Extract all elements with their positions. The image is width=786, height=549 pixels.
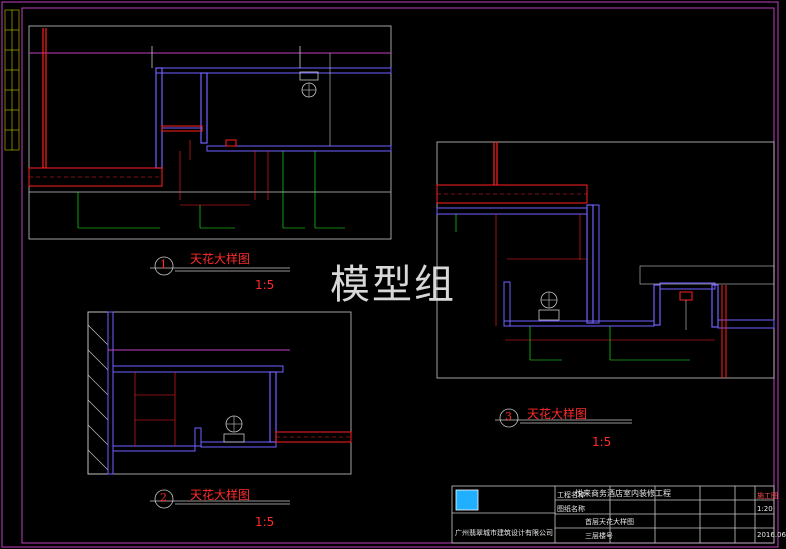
detail-3-scale: 1:5 bbox=[592, 435, 612, 449]
detail-1-scale: 1:5 bbox=[255, 278, 275, 292]
detail-2-symbol bbox=[150, 489, 290, 509]
detail-3-drawing bbox=[436, 141, 775, 379]
sub-drawing: 三层楼号 bbox=[585, 532, 613, 540]
detail-3-title: 天花大样图 bbox=[527, 407, 588, 421]
scale-value: 1:20 bbox=[757, 505, 773, 513]
detail-1-symbol bbox=[150, 256, 290, 276]
detail-1-number: 1 bbox=[160, 258, 167, 271]
stage-value: 施工图 bbox=[757, 492, 778, 500]
detail-3-symbol bbox=[495, 408, 632, 428]
detail-1-drawing bbox=[28, 25, 392, 240]
company-name: 广州翡翠城市建筑设计有限公司 bbox=[455, 529, 553, 537]
detail-2-title: 天花大样图 bbox=[190, 488, 251, 502]
detail-3-number: 3 bbox=[505, 410, 512, 423]
watermark-text: 模型组 bbox=[330, 262, 456, 308]
detail-2-number: 2 bbox=[160, 491, 167, 504]
date-value: 2016.06 bbox=[757, 531, 786, 539]
detail-1-title: 天花大样图 bbox=[190, 252, 251, 266]
detail-2-drawing bbox=[87, 311, 352, 475]
drawing-name-label: 图纸名称 bbox=[557, 505, 585, 513]
project-name: 悦来商务酒店室内装修工程 bbox=[575, 489, 671, 498]
project-label: 工程名称 bbox=[557, 491, 585, 499]
drawing-name: 首层天花大样图 bbox=[585, 518, 634, 526]
title-block-frame bbox=[451, 485, 775, 544]
binding-strip bbox=[4, 9, 20, 151]
detail-2-scale: 1:5 bbox=[255, 515, 275, 529]
